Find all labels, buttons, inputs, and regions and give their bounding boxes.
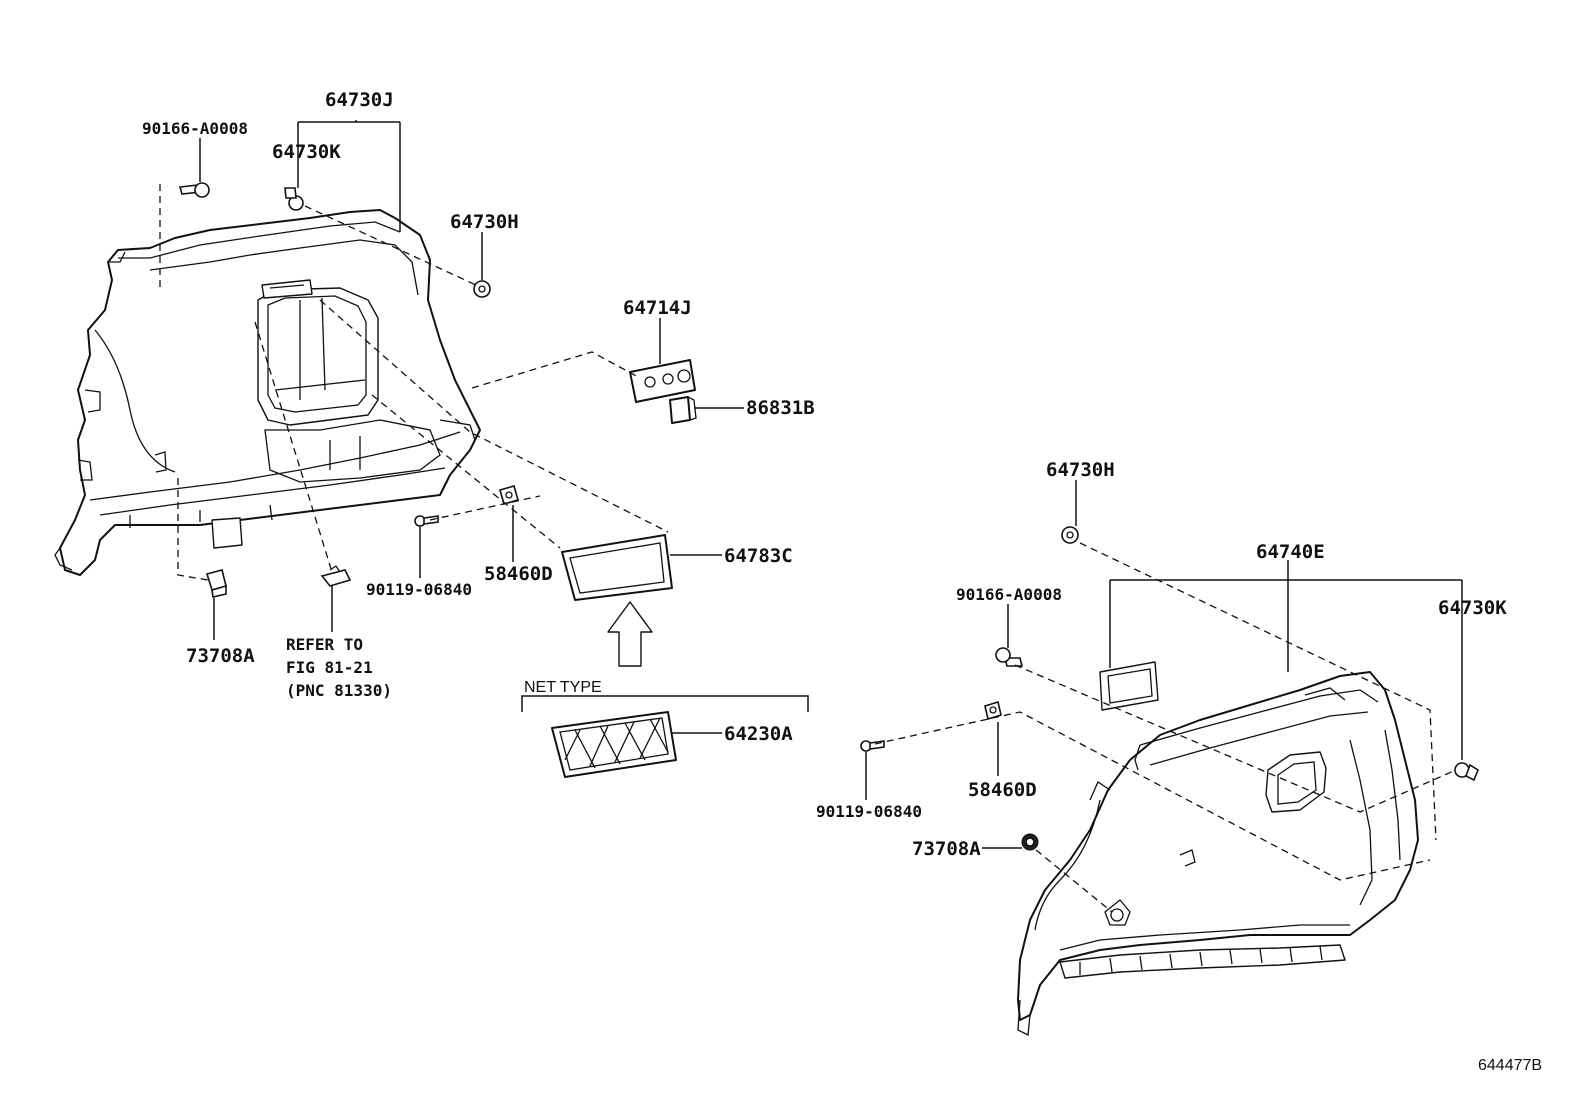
washer-58460d-right — [984, 700, 1002, 721]
socket-cover-64714j — [629, 359, 696, 403]
label-64230a: 64230A — [724, 723, 793, 745]
label-58460d-right: 58460D — [968, 779, 1037, 801]
frame-64783c — [561, 534, 673, 601]
up-arrow-icon — [607, 601, 653, 667]
label-64783c: 64783C — [724, 545, 793, 567]
right-panel-bracket — [1099, 661, 1159, 711]
label-86831b: 86831B — [746, 397, 815, 419]
clip-64730h-right — [1061, 526, 1079, 544]
label-90166-right: 90166-A0008 — [956, 585, 1062, 604]
label-73708a-left: 73708A — [186, 645, 255, 667]
grommet-73708a-left — [205, 569, 227, 598]
label-90166-left: 90166-A0008 — [142, 119, 248, 138]
net-64230a — [551, 711, 677, 778]
label-refer-line1: REFER TO — [286, 635, 363, 654]
label-90119-left: 90119-06840 — [366, 580, 472, 599]
illustration-id: 644477B — [1478, 1057, 1542, 1074]
bolt-90166-left — [178, 182, 210, 198]
assembly-dashed-lines — [159, 184, 1457, 913]
label-64730k-left: 64730K — [272, 141, 341, 163]
label-refer-line3: (PNC 81330) — [286, 681, 392, 700]
label-64730h-right: 64730H — [1046, 459, 1115, 481]
label-64714j: 64714J — [623, 297, 692, 319]
label-64730h-left: 64730H — [450, 211, 519, 233]
left-quarter-trim-panel — [54, 209, 481, 576]
clip-64730k-right — [1454, 762, 1479, 782]
label-73708a-right: 73708A — [912, 838, 981, 860]
refer-part-81330 — [320, 565, 352, 587]
label-64730k-right: 64730K — [1438, 597, 1507, 619]
clip-64730h-left — [473, 280, 491, 298]
washer-58460d-left — [499, 485, 519, 505]
screw-90119-left — [414, 515, 439, 527]
label-90119-right: 90119-06840 — [816, 802, 922, 821]
bolt-90166-right — [995, 647, 1024, 667]
leader-lines — [199, 120, 1463, 849]
cap-86831b — [669, 396, 697, 424]
clip-64730k-left — [284, 187, 304, 211]
label-refer-line2: FIG 81-21 — [286, 658, 373, 677]
label-64740e: 64740E — [1256, 541, 1325, 563]
label-64730j-left: 64730J — [325, 89, 394, 111]
label-58460d-left: 58460D — [484, 563, 553, 585]
grommet-73708a-right — [1021, 833, 1039, 851]
label-net-type: NET TYPE — [524, 679, 602, 696]
right-quarter-trim-panel — [1017, 671, 1419, 1037]
